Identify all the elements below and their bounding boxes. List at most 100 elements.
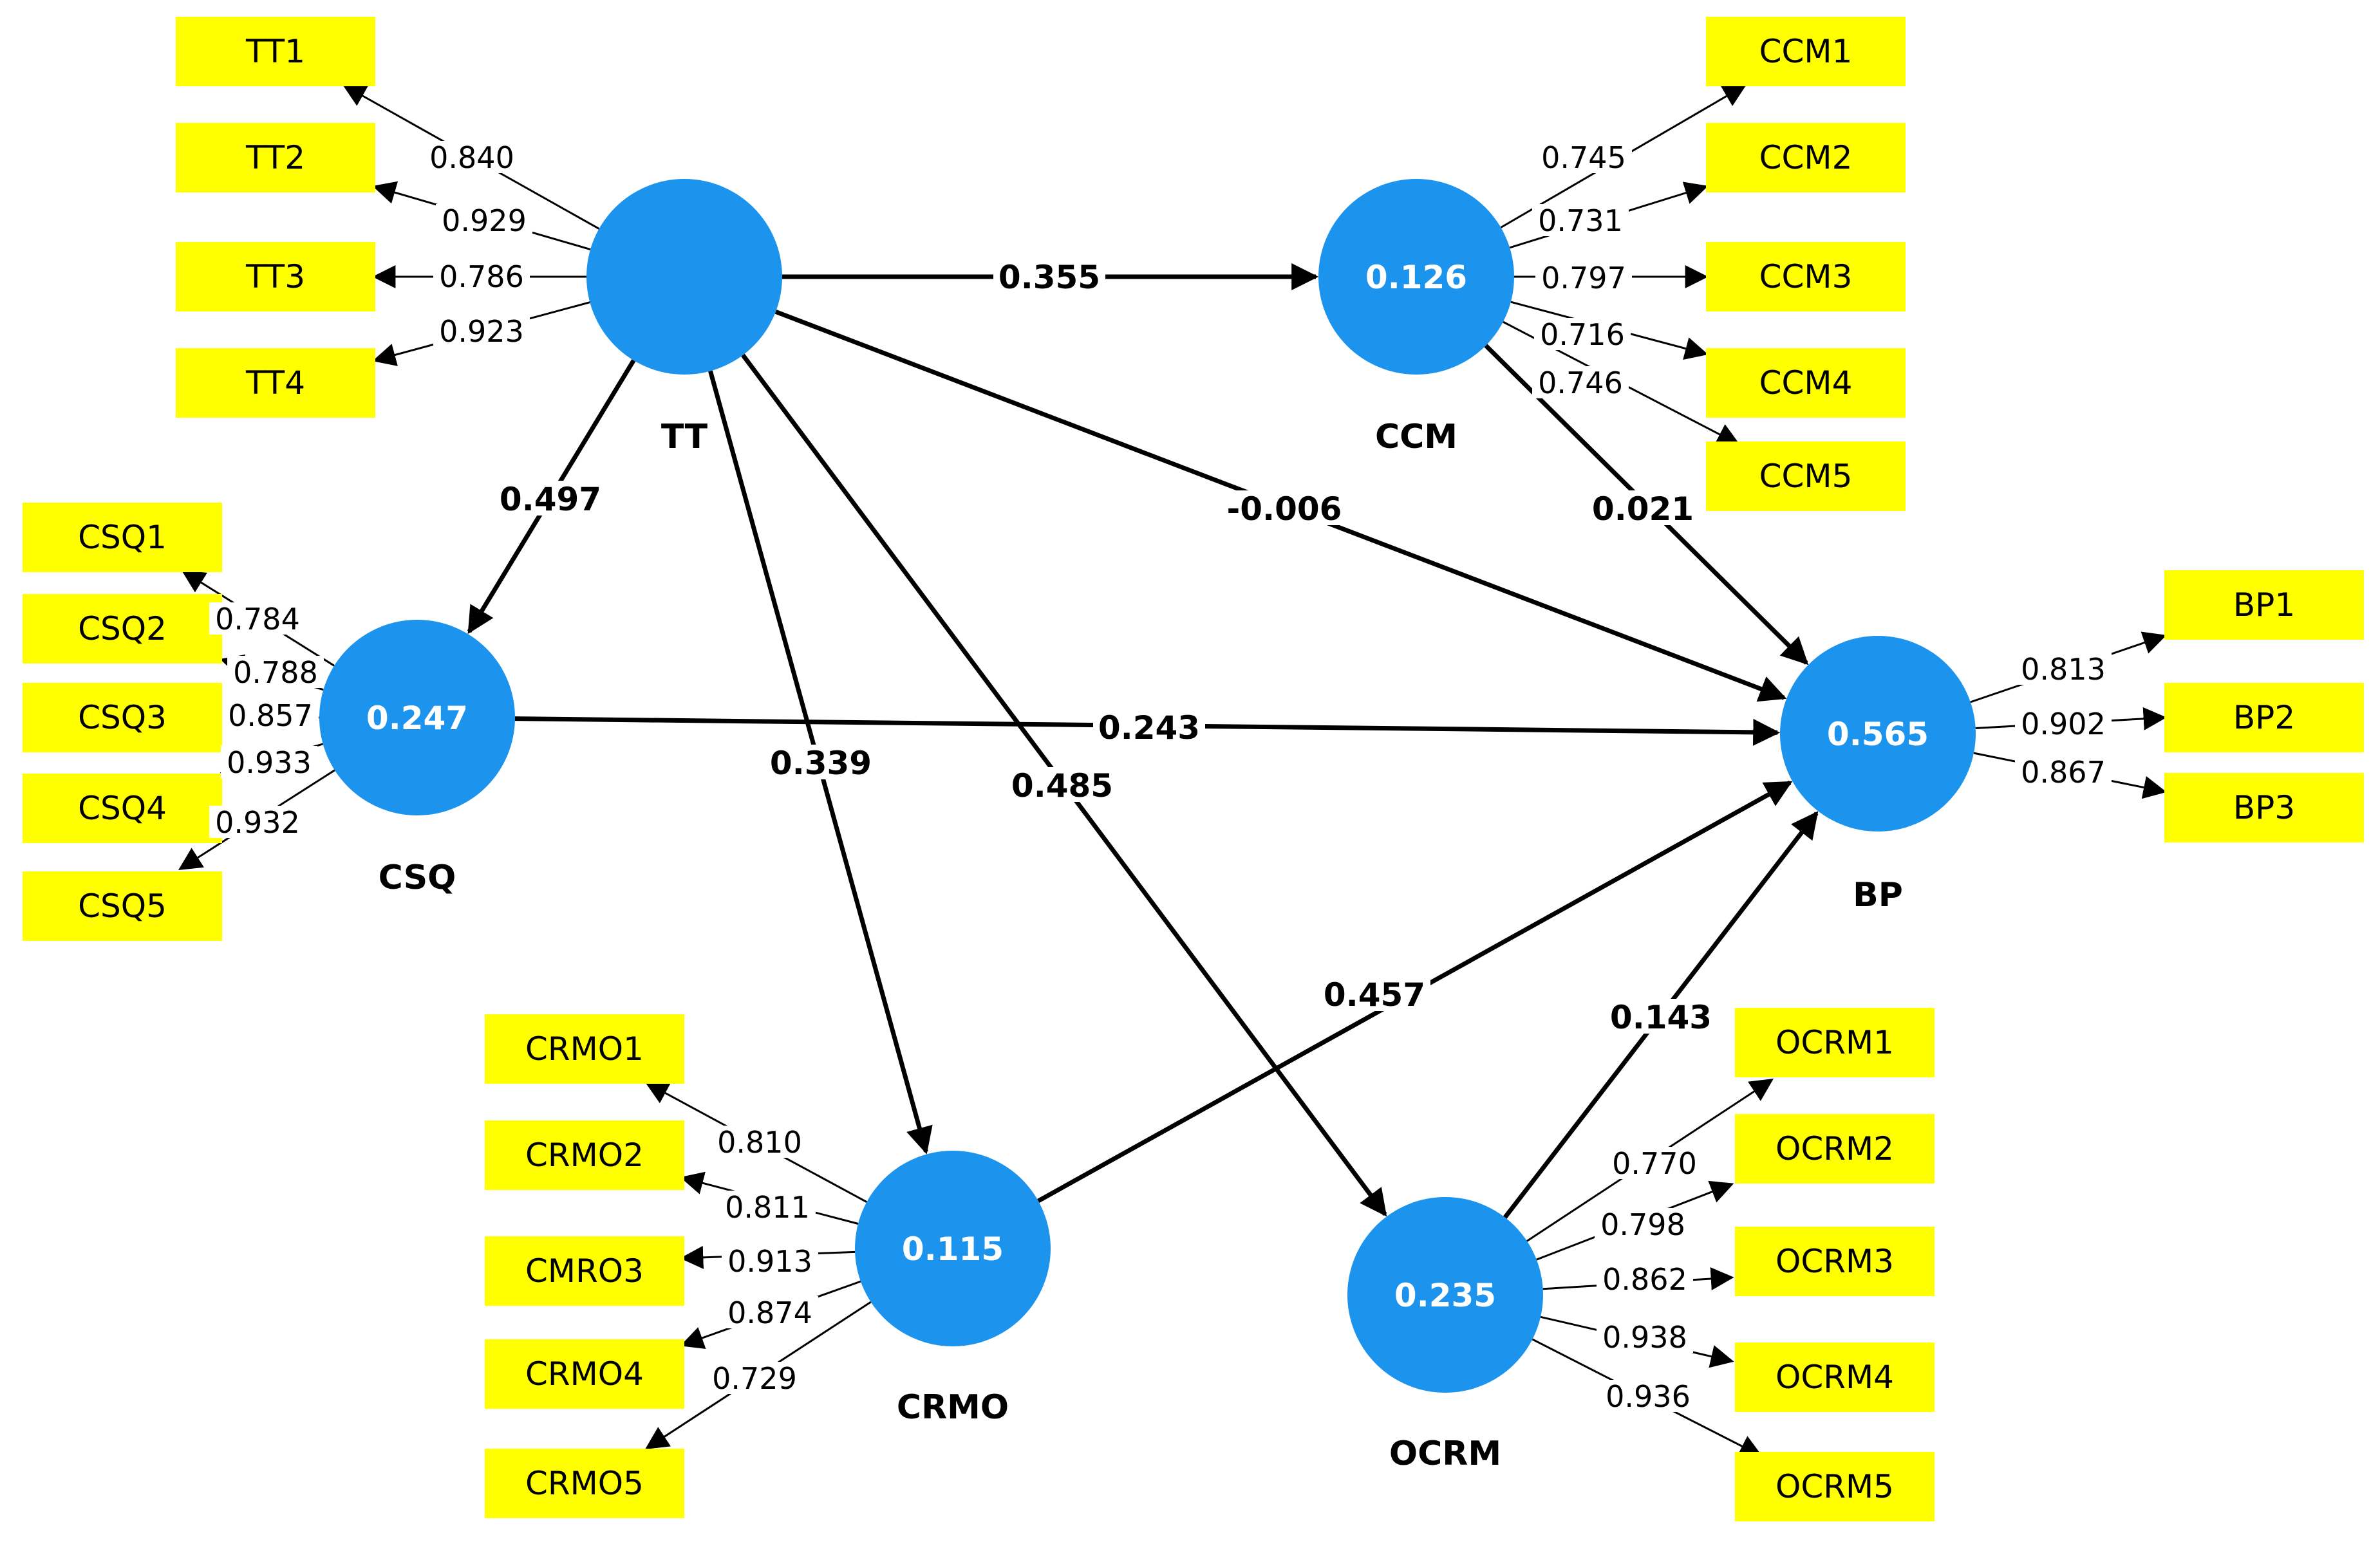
indicator-box-ccm3[interactable] <box>1706 242 1906 311</box>
loading-label-bg <box>1535 261 1632 293</box>
loading-label-bg <box>1535 141 1632 173</box>
path-label-bg <box>993 259 1105 293</box>
r-squared-crmo: 0.115 <box>902 1231 1004 1268</box>
loading-label-bg <box>1534 318 1631 350</box>
loading-value-csq4: 0.933 <box>227 745 312 780</box>
construct-csq[interactable] <box>319 620 515 815</box>
construct-name-ccm: CCM <box>1375 418 1457 456</box>
loading-label-bg <box>2015 653 2112 685</box>
indicator-box-csq4[interactable] <box>23 774 222 843</box>
loading-value-ccm3: 0.797 <box>1541 261 1626 295</box>
loading-value-ocrm4: 0.938 <box>1602 1320 1687 1355</box>
loading-label-bg <box>209 806 306 838</box>
loading-label-bg <box>221 746 317 778</box>
path-label-bg <box>494 481 606 516</box>
indicator-label-crmo1: CRMO1 <box>525 1030 644 1068</box>
indicator-box-ccm2[interactable] <box>1706 123 1906 192</box>
loading-label-bg <box>209 602 306 635</box>
loading-label-bg <box>1595 1208 1691 1240</box>
construct-name-crmo: CRMO <box>897 1388 1009 1427</box>
indicator-box-ccm1[interactable] <box>1706 17 1906 86</box>
indicator-box-bp1[interactable] <box>2164 570 2364 640</box>
indicator-box-ccm5[interactable] <box>1706 441 1906 511</box>
construct-crmo[interactable] <box>855 1151 1051 1346</box>
loading-value-tt4: 0.923 <box>439 314 524 349</box>
construct-name-bp: BP <box>1853 876 1903 915</box>
indicator-box-csq3[interactable] <box>23 683 222 752</box>
loading-label-bg <box>2015 707 2112 739</box>
loading-value-ocrm3: 0.862 <box>1602 1262 1687 1297</box>
indicator-box-crmo2[interactable] <box>485 1120 684 1190</box>
indicator-box-tt2[interactable] <box>176 123 375 192</box>
indicator-box-ocrm3[interactable] <box>1735 1227 1935 1296</box>
loading-label-bg <box>222 699 319 731</box>
indicator-box-bp3[interactable] <box>2164 773 2364 842</box>
loading-label-bg <box>1597 1321 1693 1353</box>
construct-tt[interactable] <box>586 179 782 375</box>
indicator-box-bp2[interactable] <box>2164 683 2364 752</box>
indicator-label-tt4: TT4 <box>245 364 305 402</box>
indicator-box-csq1[interactable] <box>23 503 222 572</box>
loading-label-bg <box>1597 1263 1693 1295</box>
loading-value-bp2: 0.902 <box>2021 707 2106 741</box>
indicator-box-tt1[interactable] <box>176 17 375 86</box>
construct-ccm[interactable] <box>1318 179 1514 375</box>
indicator-box-tt3[interactable] <box>176 242 375 311</box>
indicator-box-csq2[interactable] <box>23 594 222 664</box>
r-squared-ccm: 0.126 <box>1365 259 1467 296</box>
indicator-box-ocrm1[interactable] <box>1735 1008 1935 1077</box>
indicator-label-tt2: TT2 <box>245 139 305 176</box>
path-coefficient-tt-ccm: 0.355 <box>998 259 1100 296</box>
loading-value-ocrm1: 0.770 <box>1612 1146 1697 1181</box>
loading-value-ccm1: 0.745 <box>1541 140 1626 175</box>
path-coefficient-csq-bp: 0.243 <box>1098 709 1200 747</box>
loading-label-bg <box>1532 204 1629 236</box>
indicator-box-cmro3[interactable] <box>485 1236 684 1306</box>
r-squared-bp: 0.565 <box>1827 716 1929 753</box>
indicator-box-ocrm2[interactable] <box>1735 1114 1935 1184</box>
path-coefficient-tt-bp: -0.006 <box>1227 490 1342 528</box>
loading-value-bp1: 0.813 <box>2021 652 2106 687</box>
indicator-label-ocrm5: OCRM5 <box>1776 1468 1894 1505</box>
indicator-box-crmo1[interactable] <box>485 1014 684 1084</box>
indicator-box-crmo4[interactable] <box>485 1339 684 1409</box>
indicator-box-crmo5[interactable] <box>485 1449 684 1518</box>
indicator-label-tt3: TT3 <box>245 258 305 295</box>
loading-label-bg <box>722 1245 818 1277</box>
r-squared-ocrm: 0.235 <box>1394 1277 1496 1314</box>
indicator-box-csq5[interactable] <box>23 871 222 941</box>
indicator-label-cmro3: CMRO3 <box>525 1252 644 1290</box>
loading-value-csq5: 0.932 <box>215 805 300 840</box>
loading-value-tt2: 0.929 <box>442 203 527 238</box>
path-coefficient-tt-csq: 0.497 <box>500 481 601 518</box>
path-label-bg <box>765 745 877 779</box>
indicator-box-tt4[interactable] <box>176 348 375 418</box>
path-label-bg <box>1218 490 1351 525</box>
loading-value-bp3: 0.867 <box>2021 755 2106 790</box>
path-coefficient-ccm-bp: 0.021 <box>1592 490 1694 528</box>
indicator-box-ccm4[interactable] <box>1706 348 1906 418</box>
loading-label-bg <box>1600 1380 1696 1412</box>
construct-bp[interactable] <box>1780 636 1976 831</box>
path-coefficient-ocrm-bp: 0.143 <box>1610 999 1712 1036</box>
loading-label-bg <box>706 1362 803 1394</box>
loading-label-bg <box>719 1191 816 1223</box>
loading-label-bg <box>227 656 324 688</box>
loading-value-crmo4: 0.874 <box>727 1296 812 1330</box>
loading-value-ocrm5: 0.936 <box>1606 1379 1691 1414</box>
path-label-bg <box>1318 976 1430 1011</box>
indicator-label-crmo5: CRMO5 <box>525 1465 644 1502</box>
indicator-label-ocrm1: OCRM1 <box>1776 1024 1894 1061</box>
loading-value-ccm5: 0.746 <box>1538 366 1623 400</box>
loading-label-bg <box>722 1296 818 1328</box>
indicator-label-ccm2: CCM2 <box>1759 139 1853 176</box>
indicator-box-ocrm4[interactable] <box>1735 1342 1935 1412</box>
construct-ocrm[interactable] <box>1347 1197 1543 1393</box>
loading-label-bg <box>433 315 530 347</box>
loading-value-ocrm2: 0.798 <box>1600 1207 1685 1242</box>
loading-value-crmo2: 0.811 <box>725 1190 810 1225</box>
indicator-box-ocrm5[interactable] <box>1735 1452 1935 1521</box>
path-coefficient-crmo-bp: 0.457 <box>1324 976 1425 1014</box>
loading-label-bg <box>433 260 530 292</box>
